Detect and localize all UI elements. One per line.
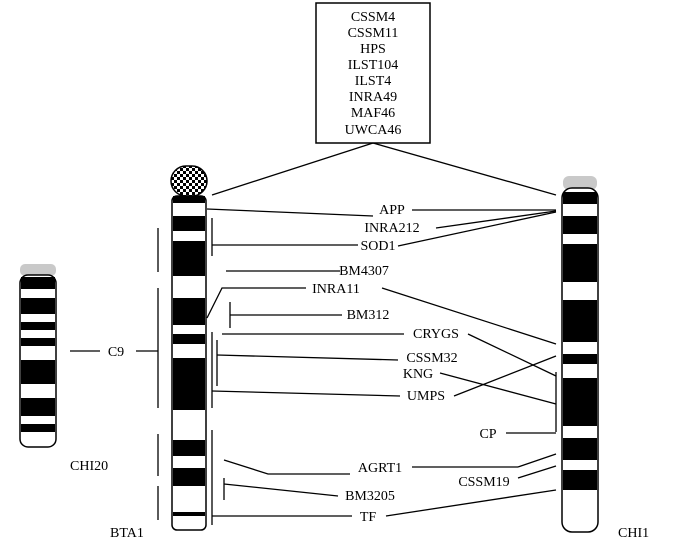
box-connector-chi1 [372,142,557,196]
bta1-band [173,241,205,276]
kng-line [439,372,557,405]
chi20-band [21,322,55,330]
marker-bm312: BM312 [347,308,390,323]
chi20-band [21,298,55,314]
tf-line-right [385,489,557,517]
chi20-band [21,424,55,432]
cssm19-line [517,465,557,479]
bta1-band [173,216,205,231]
box-connector-bta1 [211,142,374,196]
marker-crygs: CRYGS [413,327,459,342]
box-marker: ILST4 [355,74,392,89]
agrt1-line-right [517,453,557,468]
sod1-line-right [397,211,557,247]
marker-inra11: INRA11 [312,282,360,297]
marker-inra212: INRA212 [364,221,419,236]
marker-bm3205: BM3205 [345,489,395,504]
chi1-label: CHI1 [618,526,649,541]
crygs-line-right [467,333,557,377]
marker-app: APP [379,203,405,218]
chi1-band [563,470,597,490]
marker-kng: KNG [403,367,433,382]
chromosome-chi20 [19,264,57,448]
box-marker: HPS [360,42,386,57]
chi1-band [563,216,597,234]
chi20-telomere [20,264,56,276]
umps-line-right [453,355,557,397]
bta1-band [173,512,205,516]
chi20-band [21,360,55,384]
marker-umps: UMPS [407,389,445,404]
bta1-band [173,440,205,456]
chi1-telomere [563,176,597,190]
marker-box: CSSM4 CSSM11 HPS ILST104 ILST4 INRA49 MA… [315,2,431,144]
chi1-band [563,378,597,426]
marker-cp: CP [479,427,496,442]
chi20-band [21,398,55,416]
bm3205-line [223,483,339,497]
marker-sod1: SOD1 [360,239,395,254]
box-marker: UWCA46 [345,123,402,138]
bta1-band [173,298,205,325]
bta1-band [173,468,205,486]
marker-cssm19: CSSM19 [458,475,509,490]
box-marker: INRA49 [349,90,397,105]
inra212-line [435,210,557,229]
marker-cssm32: CSSM32 [406,351,457,366]
box-marker: ILST104 [348,58,399,73]
chi1-band [563,354,597,364]
chromosome-chi1 [561,176,599,533]
chi1-band [563,192,597,204]
box-marker: MAF46 [351,106,395,121]
umps-line-left [211,390,401,397]
marker-tf: TF [360,510,377,525]
bta1-band [173,334,205,344]
cssm32-line [216,354,399,361]
box-marker: CSSM4 [351,10,395,25]
chi1-band [563,438,597,460]
marker-bm4307: BM4307 [339,264,389,279]
inra11-line-right [381,287,557,345]
bta1-band [173,358,205,410]
marker-box-frame [315,2,431,144]
bta1-centromere-cap [170,165,208,197]
chi20-label: CHI20 [70,459,108,474]
chi20-band [21,277,55,289]
inra11-line-left [206,287,306,319]
marker-agrt1: AGRT1 [358,461,402,476]
marker-c9: C9 [108,345,124,360]
chi1-band [563,300,597,342]
bta1-label: BTA1 [110,526,144,541]
chi1-band [563,244,597,282]
bta1-band [173,196,205,203]
app-line-left [206,208,374,217]
chi20-band [21,338,55,346]
agrt1-line-left [223,459,350,475]
box-marker: CSSM11 [348,26,399,41]
chromosome-bta1 [170,165,208,531]
